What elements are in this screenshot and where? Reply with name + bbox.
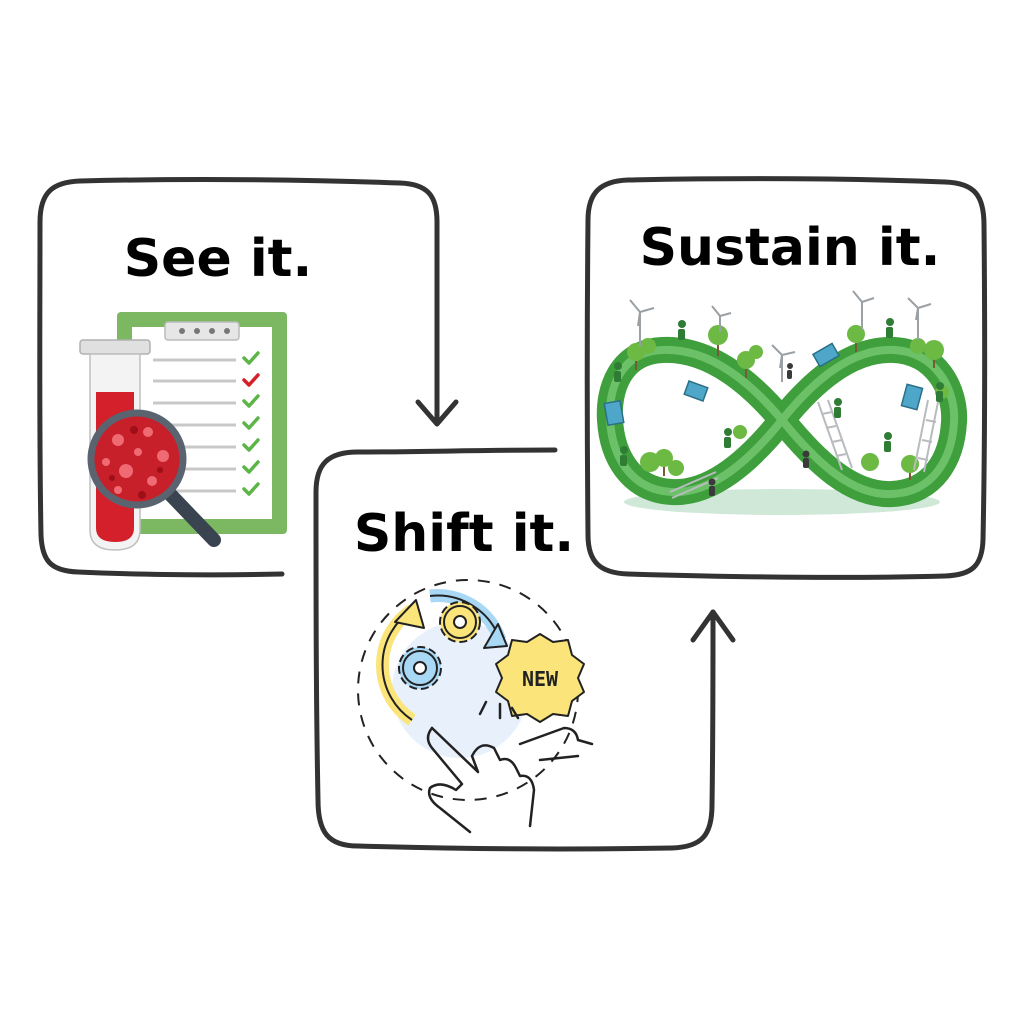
step-see-frame	[37, 177, 459, 578]
infinity-green-ecosystem-icon	[596, 290, 968, 515]
arrow-down-head	[415, 399, 459, 427]
gear-blue-icon	[398, 646, 442, 690]
change-gears-hand-icon: NEW	[357, 579, 594, 834]
ladder-icons	[669, 399, 939, 499]
step-see-label: See it.	[124, 229, 313, 289]
tree-icons	[627, 325, 949, 476]
wind-turbine-icons	[629, 290, 932, 382]
people-icons	[614, 318, 944, 466]
red-check-icon	[242, 373, 260, 387]
new-gear-badge: NEW	[495, 633, 585, 723]
new-badge-text: NEW	[522, 667, 559, 691]
solar-panel-icons	[603, 342, 924, 427]
check-mark-icons	[242, 351, 260, 496]
blood-test-clipboard-icon	[79, 312, 287, 551]
step-sustain-label: Sustain it.	[640, 218, 941, 278]
step-shift-label: Shift it.	[354, 504, 574, 564]
step-shift-frame	[313, 447, 736, 852]
pointing-hand-icon	[426, 700, 594, 834]
step-sustain-frame	[584, 176, 988, 580]
arrow-up-head	[690, 609, 736, 643]
gear-yellow-icon	[439, 601, 481, 643]
